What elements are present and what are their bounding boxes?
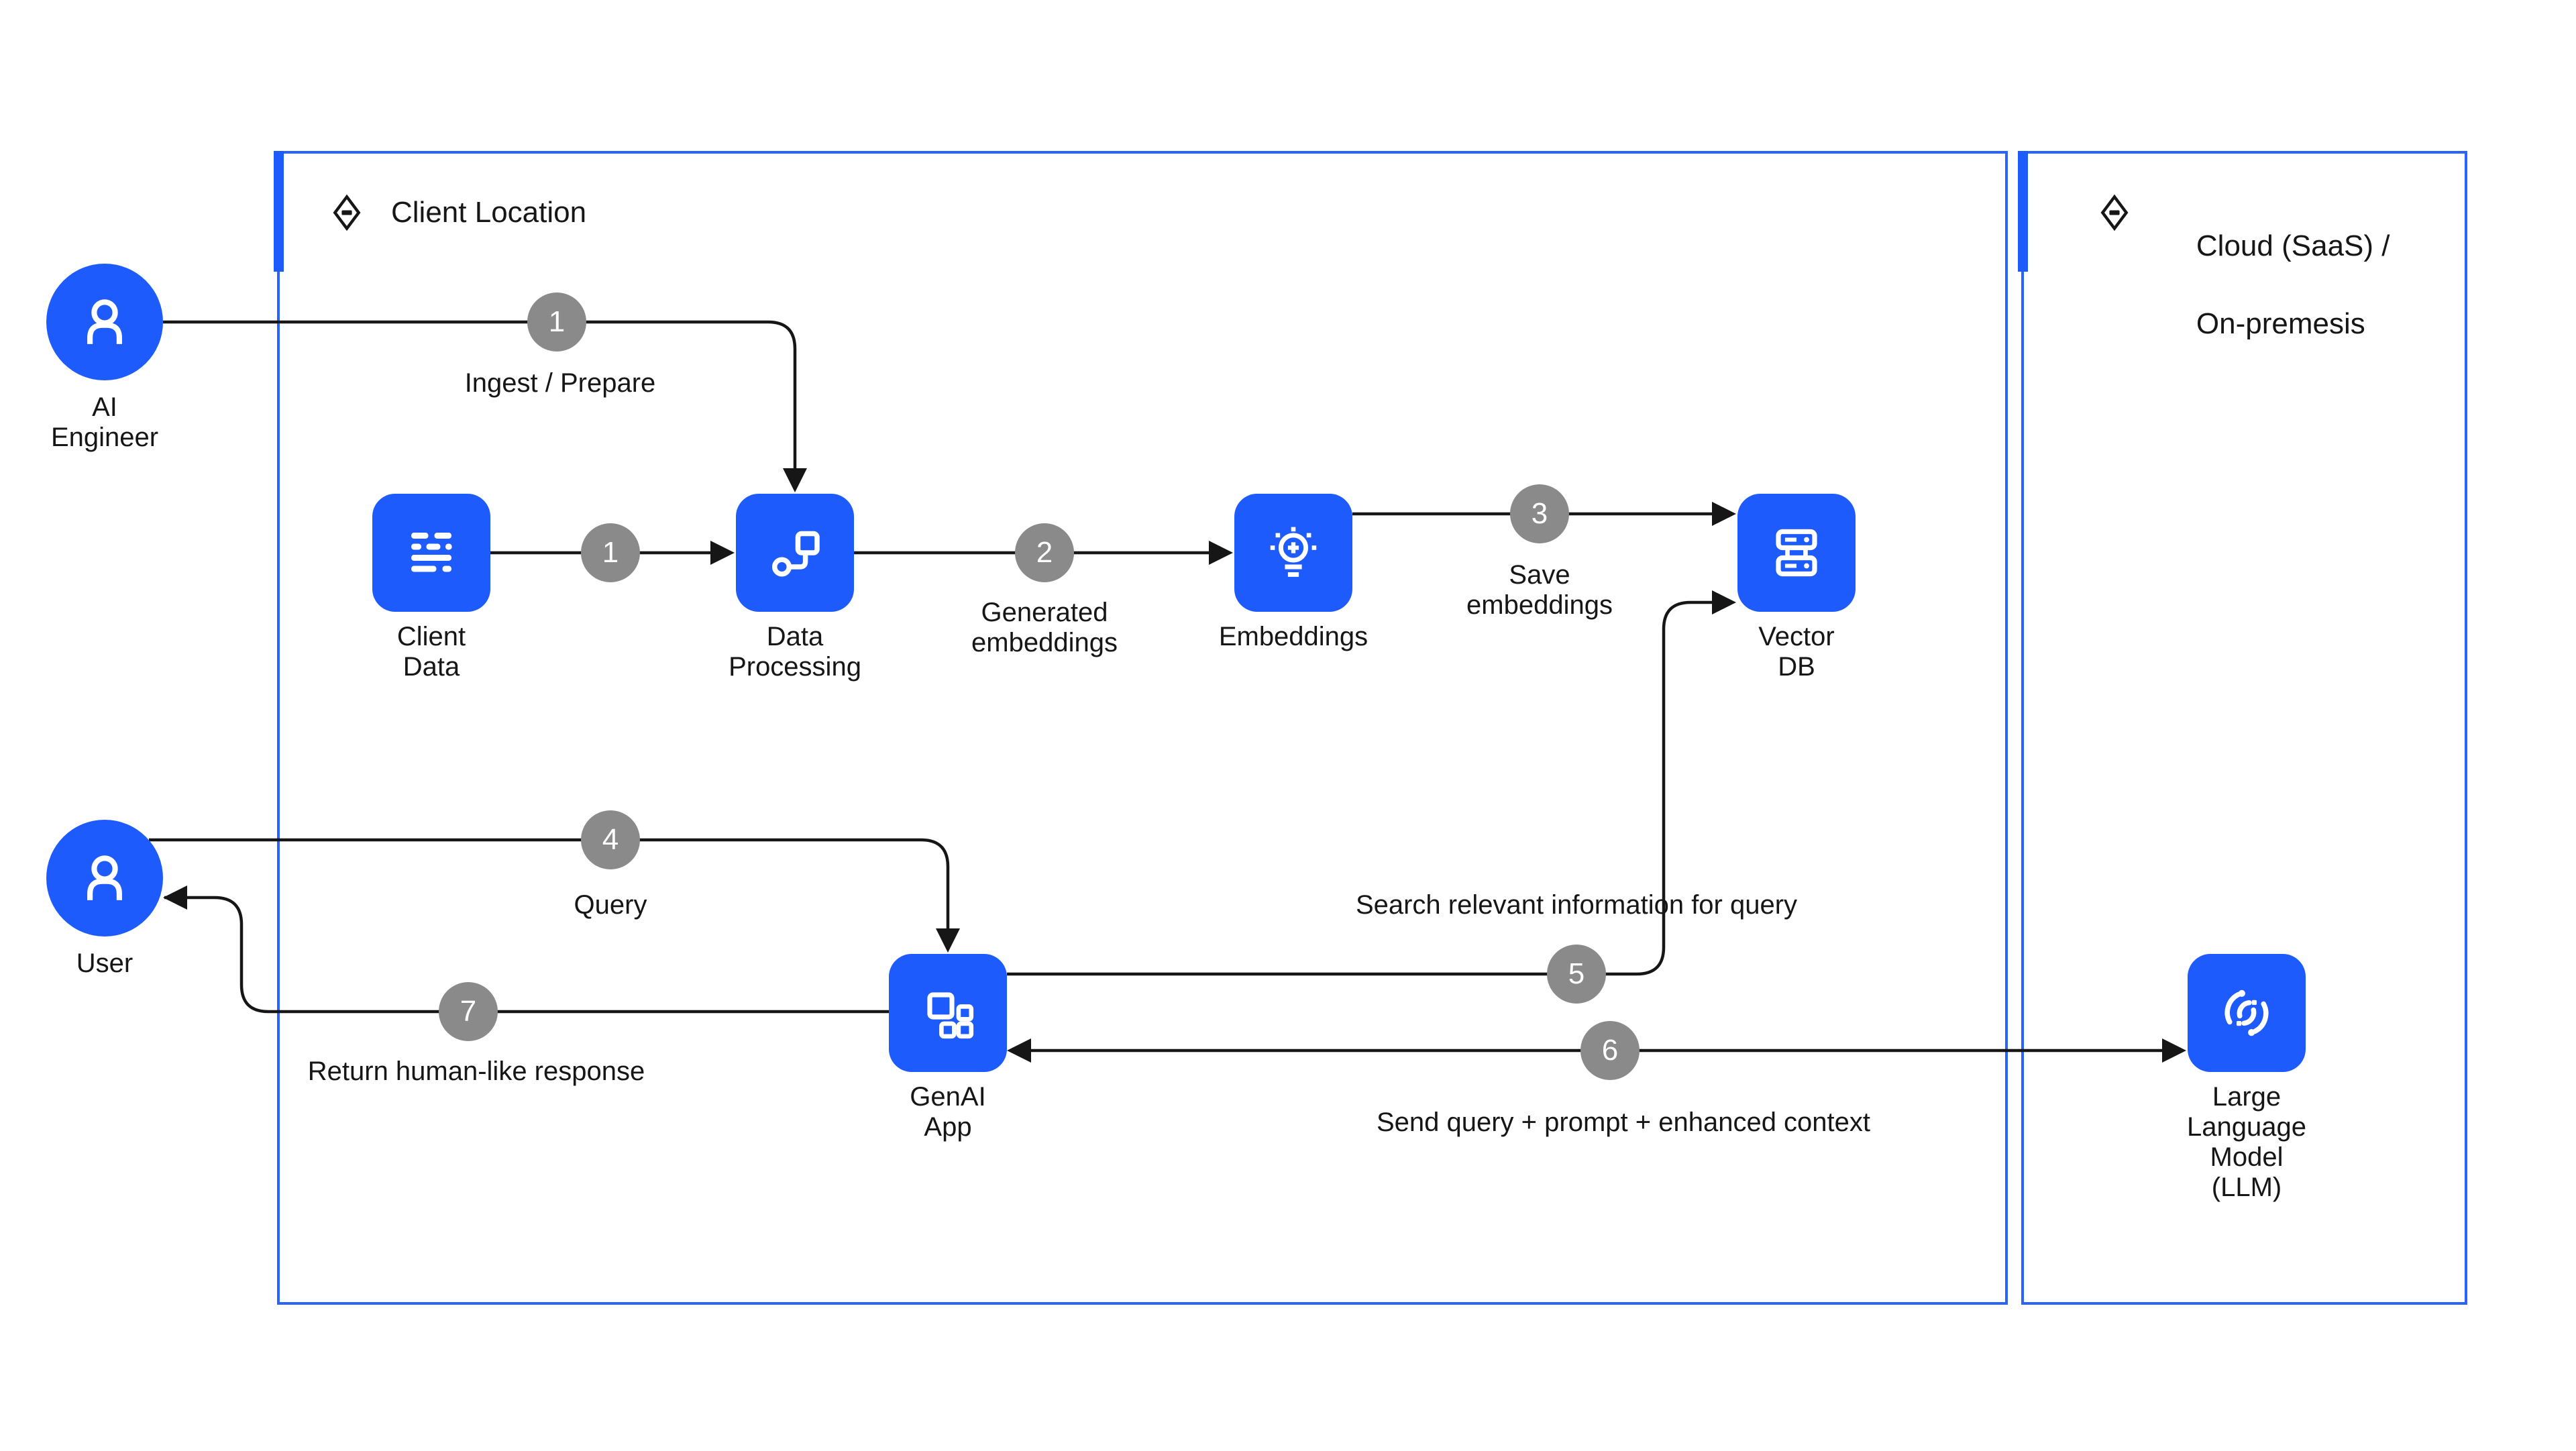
llm-label-line1: Large — [2212, 1082, 2282, 1112]
ingest-prepare-label: Ingest / Prepare — [464, 368, 656, 398]
edge-search — [1007, 600, 1713, 976]
step-badge-generated-embeddings: 2 — [1015, 523, 1074, 582]
ai-engineer-avatar — [46, 264, 163, 380]
embeddings-label: Embeddings — [1218, 622, 1368, 651]
cloud-zone-title-line1: Cloud (SaaS) / — [2196, 229, 2390, 262]
client-data-label-line1: Client — [396, 622, 466, 651]
generated-embeddings-label: Generated embeddings — [776, 598, 1313, 658]
send-label: Send query + prompt + enhanced context — [1376, 1108, 1871, 1137]
diamond-marker-icon — [333, 194, 361, 231]
edge-ingest — [163, 320, 797, 470]
llm-label: Large Language Model (LLM) — [2112, 1082, 2381, 1203]
ai-engineer-label-line1: AI — [92, 392, 117, 422]
client-zone-accent-bar — [274, 151, 284, 272]
save-embeddings-label: Save embeddings — [1271, 560, 1808, 621]
data-processing-node — [736, 494, 854, 612]
generated-embeddings-label-line1: Generated — [981, 598, 1108, 627]
data-processing-label: Data Processing — [661, 622, 929, 682]
arrowhead-into-embeddings — [1209, 541, 1233, 565]
arrowhead-into-data-processing-top — [783, 468, 807, 492]
return-label: Return human-like response — [307, 1057, 645, 1086]
vector-db-node — [1737, 494, 1856, 612]
client-location-zone — [277, 151, 2008, 1305]
step-badge-data-to-processing: 1 — [581, 523, 640, 582]
save-embeddings-label-line2: embeddings — [1466, 590, 1613, 620]
genai-app-label-line1: GenAI — [910, 1082, 986, 1112]
vector-db-label-line1: Vector — [1758, 622, 1835, 651]
genai-app-label: GenAI App — [814, 1082, 1082, 1142]
client-data-label-line2: Data — [402, 652, 460, 682]
generated-embeddings-label-line2: embeddings — [971, 628, 1118, 657]
flow-icon — [771, 531, 820, 577]
step-badge-send: 6 — [1580, 1021, 1640, 1080]
step-badge-save-embeddings: 3 — [1510, 484, 1569, 543]
genai-app-node — [889, 954, 1007, 1072]
genai-app-label-line2: App — [924, 1112, 972, 1142]
client-data-node — [372, 494, 490, 612]
query-label: Query — [574, 890, 647, 920]
embeddings-node — [1234, 494, 1352, 612]
llm-node — [2188, 954, 2306, 1072]
step-badge-query: 4 — [581, 810, 640, 869]
edge-return — [164, 896, 889, 1014]
cloud-zone-title: Cloud (SaaS) / On-premesis — [2163, 188, 2390, 382]
client-zone-title: Client Location — [391, 196, 587, 229]
data-rows-icon — [411, 533, 452, 572]
step-badge-search: 5 — [1547, 945, 1606, 1004]
data-processing-label-line2: Processing — [729, 652, 861, 682]
ai-engineer-label-line2: Engineer — [50, 423, 159, 452]
idea-lightbulb-icon — [1270, 527, 1317, 577]
llm-label-line4: (LLM) — [2211, 1173, 2282, 1202]
edge-query — [149, 838, 950, 930]
swirl-icon — [2224, 989, 2269, 1036]
llm-label-line3: Model — [2210, 1142, 2284, 1172]
vector-db-label: Vector DB — [1662, 622, 1931, 682]
person-icon — [87, 299, 122, 344]
database-icon — [1776, 529, 1817, 577]
arrowhead-into-vector-db-top — [1712, 502, 1736, 526]
save-embeddings-label-line1: Save — [1509, 560, 1570, 590]
step-badge-ingest: 1 — [527, 292, 586, 352]
user-label: User — [76, 949, 133, 978]
data-processing-label-line1: Data — [766, 622, 824, 651]
ai-engineer-label: AI Engineer — [0, 392, 239, 453]
arrowhead-into-user — [163, 885, 187, 910]
apps-icon — [927, 992, 974, 1039]
arrowhead-into-genai-right — [1007, 1038, 1031, 1063]
cloud-zone-accent-bar — [2018, 151, 2028, 272]
arrowhead-into-genai-top — [936, 928, 960, 953]
user-avatar — [46, 820, 163, 936]
search-label: Search relevant information for query — [1355, 890, 1798, 920]
arrowhead-into-llm — [2162, 1038, 2186, 1063]
person-icon — [87, 855, 122, 900]
diamond-marker-icon — [2100, 194, 2129, 231]
cloud-zone-title-line2: On-premesis — [2196, 307, 2365, 340]
llm-label-line2: Language — [2187, 1112, 2306, 1142]
arrowhead-into-vector-db-bottom — [1712, 590, 1736, 614]
arrowhead-into-data-processing-left — [710, 541, 735, 565]
step-badge-return: 7 — [439, 982, 498, 1041]
client-data-label: Client Data — [297, 622, 566, 682]
vector-db-label-line2: DB — [1778, 652, 1815, 682]
cloud-zone — [2021, 151, 2467, 1305]
